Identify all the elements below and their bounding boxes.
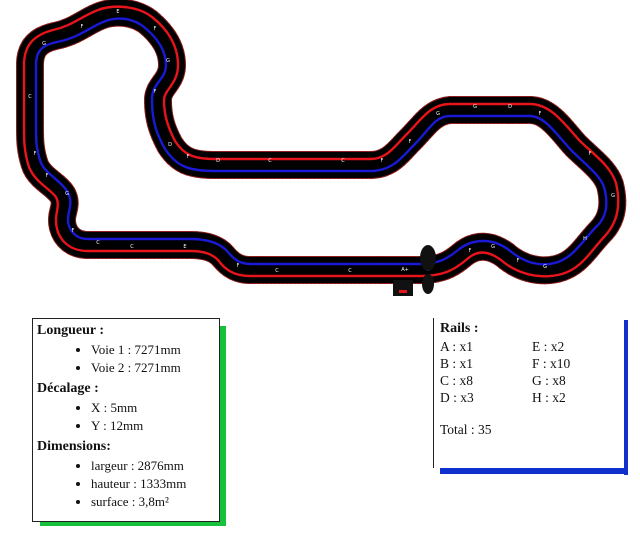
rail-count: B : x1: [440, 356, 474, 371]
segment-label: G: [611, 193, 615, 199]
offset-title: Décalage :: [37, 381, 99, 396]
dimension-height: hauteur : 1333mm: [91, 475, 219, 493]
segment-label: D: [216, 158, 220, 164]
segment-label: A+: [401, 267, 409, 273]
segment-label: F: [539, 111, 542, 117]
segment-label: F: [187, 154, 190, 160]
segment-label: C: [348, 268, 352, 274]
dimension-area: surface : 3,8m²: [91, 493, 219, 511]
segment-label: F: [46, 173, 49, 179]
segment-label: C: [341, 158, 345, 164]
track-border: [16, 0, 627, 285]
dimensions-title: Dimensions:: [37, 439, 111, 454]
length-list: Voie 1 : 7271mm Voie 2 : 7271mm: [33, 341, 219, 377]
stats-shadow-bottom: [40, 520, 226, 526]
segment-label: C: [28, 94, 32, 100]
stats-panel: Longueur : Voie 1 : 7271mm Voie 2 : 7271…: [32, 318, 220, 522]
rails-count-grid: A : x1 E : x2 B : x1 F : x10 C : x8 G : …: [440, 339, 622, 406]
segment-label: H: [583, 236, 587, 242]
segment-label: F: [517, 258, 520, 264]
segment-label: F: [34, 151, 37, 157]
segment-label: C: [130, 244, 134, 250]
segment-label: G: [491, 244, 495, 250]
lane-2-line: [34, 17, 608, 266]
segment-label: F: [589, 151, 592, 157]
segment-label: F: [237, 263, 240, 269]
segment-label: F: [381, 158, 384, 164]
offset-x: X : 5mm: [91, 399, 219, 417]
rails-title: Rails :: [440, 321, 479, 336]
rail-count: A : x1: [440, 339, 474, 354]
rail-count: C : x8: [440, 373, 474, 388]
rail-count: G : x8: [532, 373, 566, 388]
lane-1-line: [22, 5, 620, 278]
segment-label: F: [469, 248, 472, 254]
segment-label: C: [268, 158, 272, 164]
segment-label: F: [81, 24, 84, 30]
segment-label: D: [168, 142, 172, 148]
lane-2-length: Voie 2 : 7271mm: [91, 359, 219, 377]
segment-label: G: [543, 264, 547, 270]
rails-shadow-bottom: [440, 468, 628, 474]
rails-shadow-right: [624, 320, 628, 475]
start-finish-marker: [393, 245, 436, 296]
segment-label: F: [72, 228, 75, 234]
stats-shadow-right: [220, 326, 226, 526]
rail-count: H : x2: [532, 390, 566, 405]
track-layout: [16, 0, 627, 285]
rail-count: D : x3: [440, 390, 474, 405]
segment-label: F: [409, 139, 412, 145]
segment-label: E: [116, 9, 119, 15]
segment-label: D: [508, 104, 512, 110]
segment-label: E: [183, 244, 186, 250]
rail-count: E : x2: [532, 339, 565, 354]
segment-label: G: [42, 41, 46, 47]
dimensions-list: largeur : 2876mm hauteur : 1333mm surfac…: [33, 457, 219, 511]
segment-label: G: [473, 104, 477, 110]
segment-label: F: [154, 89, 157, 95]
offset-list: X : 5mm Y : 12mm: [33, 399, 219, 435]
rails-total: Total : 35: [440, 422, 492, 437]
track-surface: [17, 0, 626, 284]
rails-panel: Rails : A : x1 E : x2 B : x1 F : x10 C :…: [433, 318, 622, 468]
lane-1-length: Voie 1 : 7271mm: [91, 341, 219, 359]
segment-label: G: [166, 58, 170, 64]
offset-y: Y : 12mm: [91, 417, 219, 435]
segment-label: G: [65, 191, 69, 197]
rail-count: F : x10: [532, 356, 571, 371]
length-title: Longueur :: [37, 323, 105, 338]
segment-label: G: [436, 111, 440, 117]
segment-label: C: [275, 268, 279, 274]
segment-label: F: [154, 26, 157, 32]
segment-label: C: [96, 240, 100, 246]
dimension-width: largeur : 2876mm: [91, 457, 219, 475]
